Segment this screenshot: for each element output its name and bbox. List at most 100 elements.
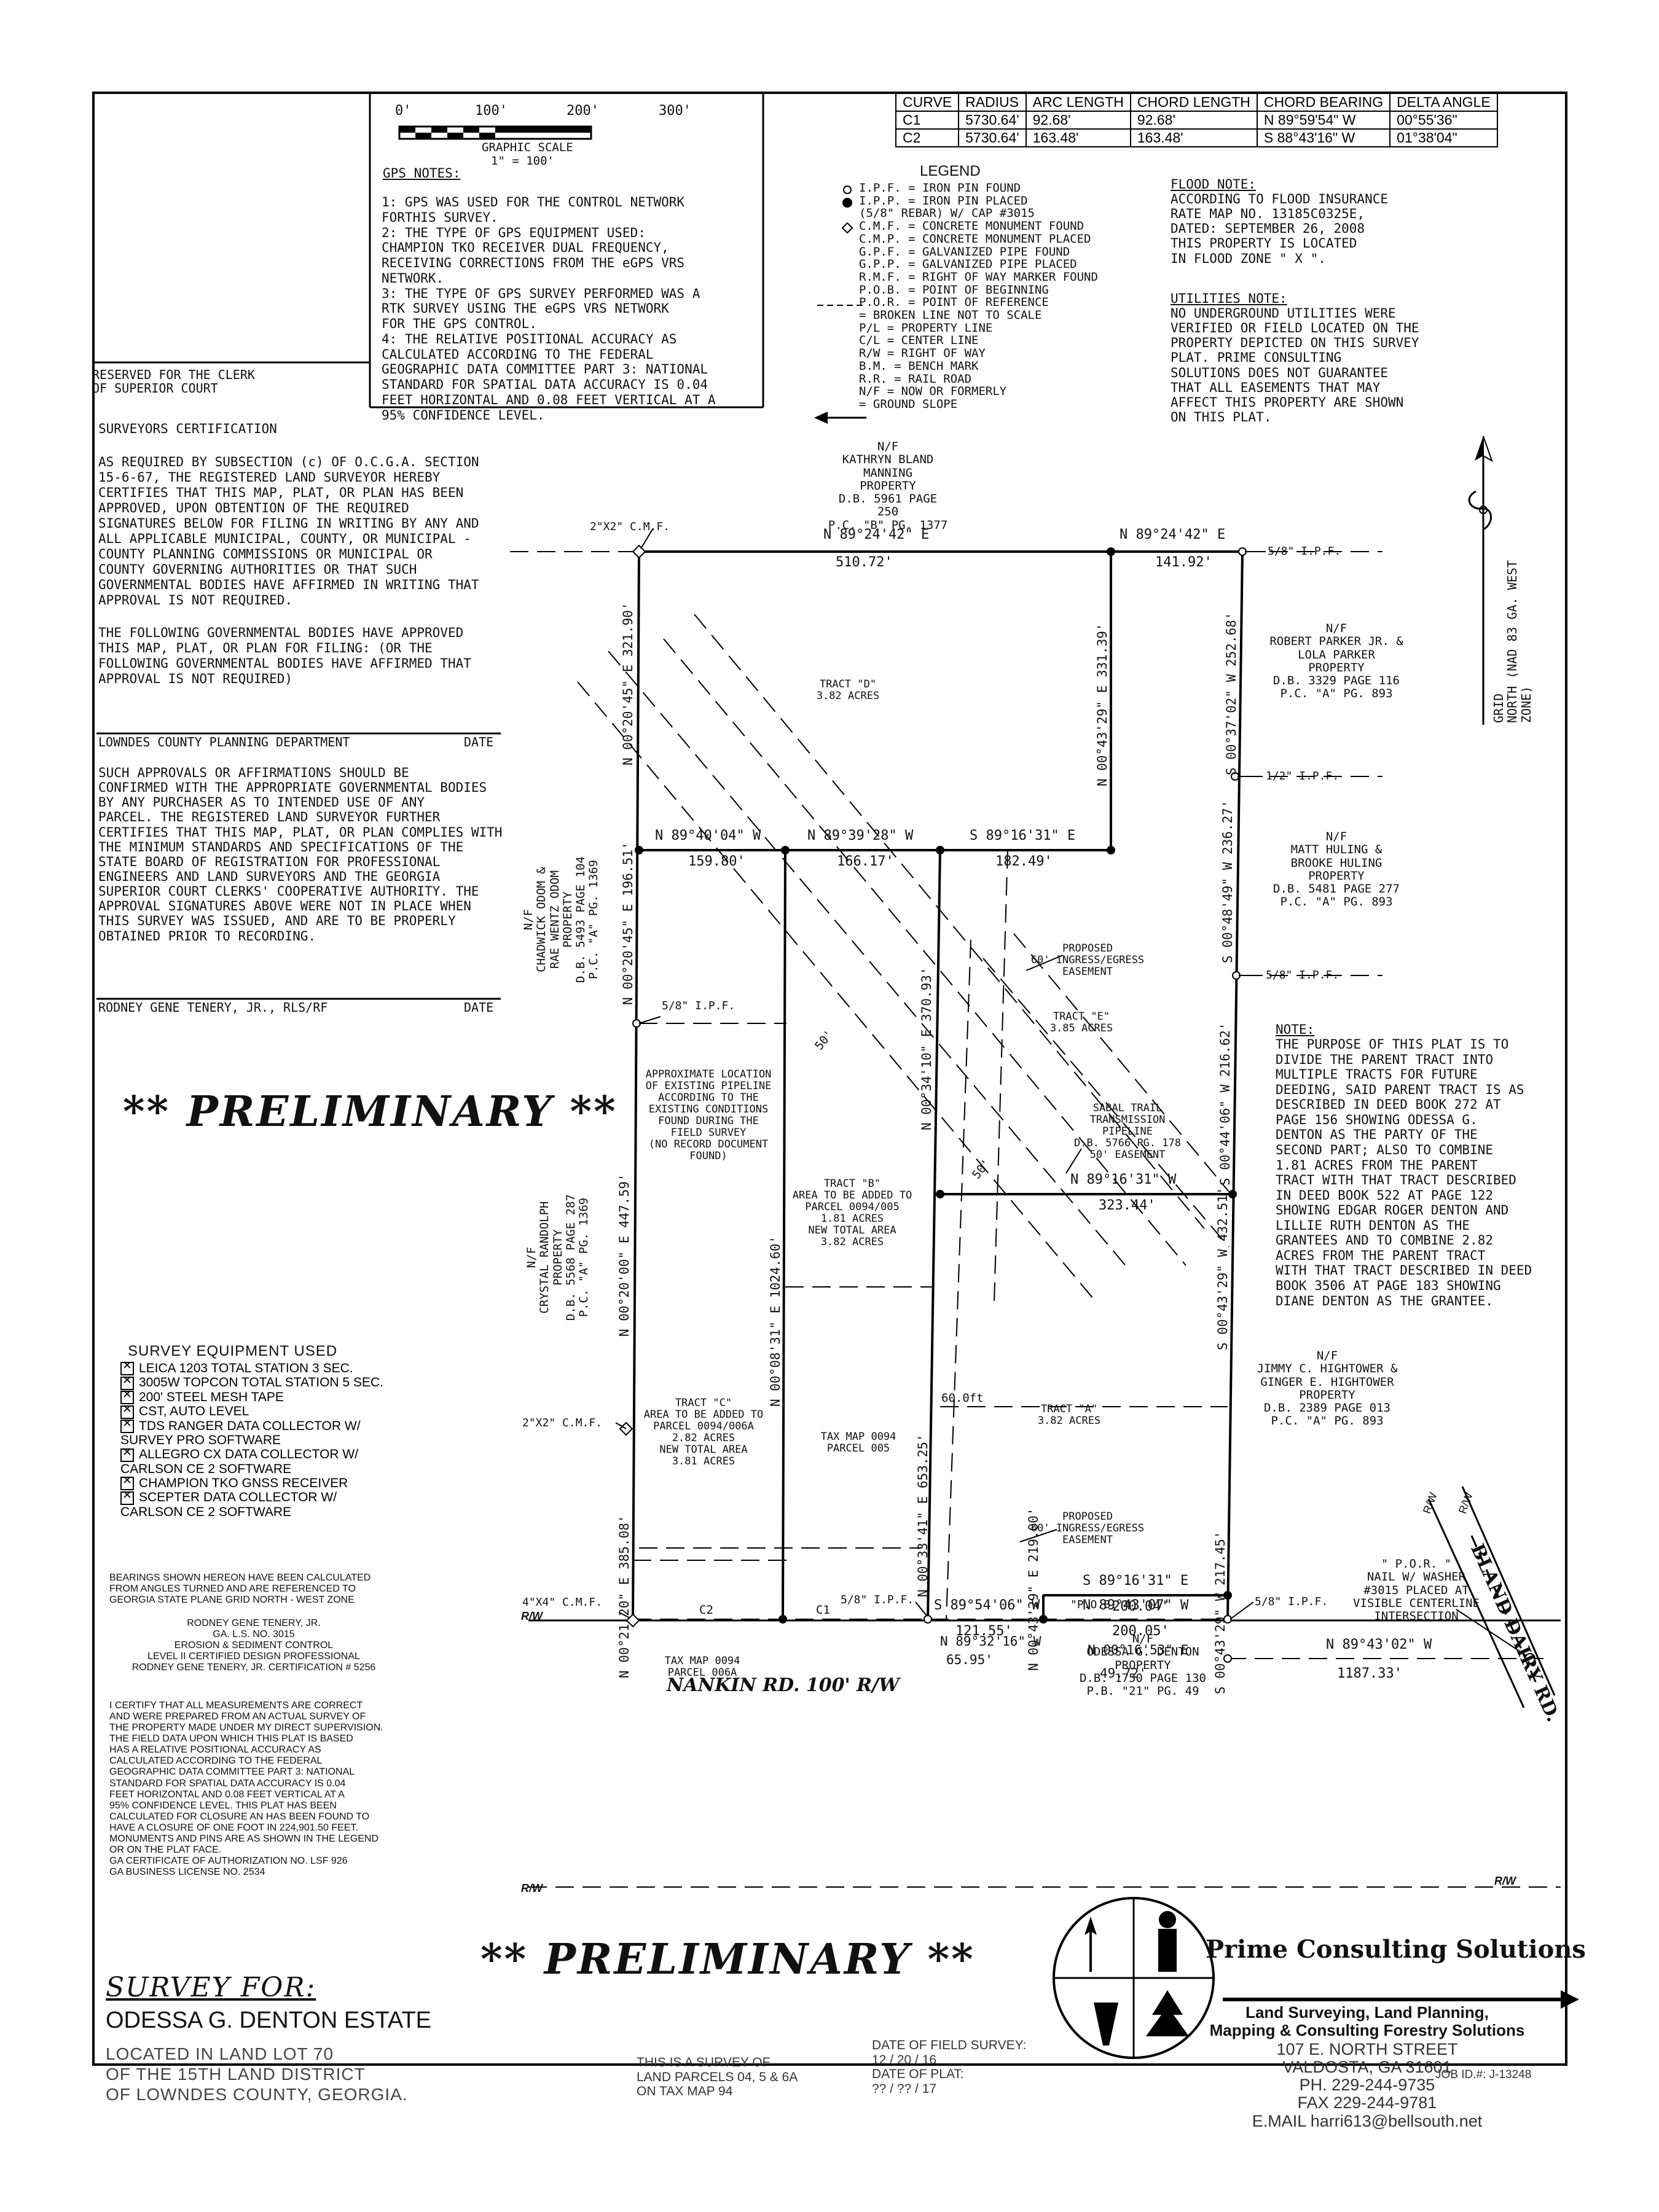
pob-label: "P.O.B. "	[1070, 1598, 1131, 1611]
survey-for-label: SURVEY FOR:	[106, 1972, 316, 2003]
nankin-road-label: NANKIN RD. 100' R/W	[667, 1675, 900, 1696]
bearing-tract-c-east: N 00°08'31" E 1024.60'	[768, 1235, 783, 1407]
rw-label-3: R/W	[1494, 1875, 1516, 1887]
legend-title: LEGEND	[920, 163, 981, 179]
parcel-lines	[528, 550, 1561, 1622]
tract-e: TRACT "E" 3.85 ACRES	[1049, 1010, 1113, 1035]
monument-ipf-ne: 5/8" I.P.F.	[1268, 545, 1341, 558]
surveyor-signature-label: RODNEY GENE TENERY, JR., RLS/RF	[98, 1000, 328, 1015]
tax-parcel-005: TAX MAP 0094 PARCEL 005	[820, 1431, 896, 1455]
preliminary-stamp: ** PRELIMINARY **	[123, 1087, 618, 1136]
easement-width: 60.0ft	[941, 1391, 984, 1405]
company-name: Prime Consulting Solutions	[1206, 1935, 1586, 1964]
th: CHORD LENGTH	[1129, 93, 1258, 112]
bearing-mid-3: S 89°16'31" E	[970, 828, 1076, 843]
monument-cmf-sw: 4"X4" C.M.F.	[522, 1596, 603, 1609]
legend-items: I.P.F. = IRON PIN FOUND I.P.P. = IRON PI…	[859, 181, 1098, 411]
tract-d: TRACT "D" 3.82 ACRES	[816, 678, 880, 703]
bearing-east-3: S 00°44'06" W 216.62'	[1218, 1022, 1233, 1186]
tract-c: TRACT "C" AREA TO BE ADDED TO PARCEL 009…	[643, 1397, 764, 1468]
distance-bottom-5: 1187.33'	[1337, 1666, 1402, 1681]
bearing-mid-vertical-1: N 00°34'10" E 370.93'	[919, 967, 934, 1130]
flood-note-heading: FLOOD NOTE:	[1171, 177, 1257, 192]
adj-odom: N/F CHADWICK ODOM & RAE WENTZ ODOM PROPE…	[522, 856, 601, 983]
bearing-mid-2: N 89°39'28" W	[807, 828, 914, 843]
cell: 01°38'04"	[1389, 128, 1498, 147]
tract-b: TRACT "B" AREA TO BE ADDED TO PARCEL 009…	[792, 1178, 912, 1249]
tripod-icon	[1094, 2003, 1118, 2046]
bearing-tract-b: N 89°16'31" W	[1070, 1172, 1177, 1187]
sheet-border	[92, 92, 1567, 2066]
job-id: JOB ID.#: J-13248	[1435, 2068, 1532, 2081]
monuments	[619, 544, 1535, 1664]
bearing-tract-d-east: N 00°43'29" E 331.39'	[1095, 623, 1110, 786]
th: CURVE	[895, 93, 960, 112]
graphic-scale	[398, 125, 592, 140]
curve-table: CURVE RADIUS ARC LENGTH CHORD LENGTH CHO…	[895, 93, 1498, 147]
gps-notes-body: 1: GPS WAS USED FOR THE CONTROL NETWORK …	[382, 195, 716, 423]
distance-mid-1: 159.80'	[688, 854, 745, 869]
cell: C2	[895, 128, 960, 147]
bearing-bottom-5: N 89°43'02" W	[1326, 1637, 1432, 1652]
scale-tick-200: 200'	[567, 103, 599, 119]
rw-label-1: R/W	[521, 1610, 543, 1622]
equipment-heading: SURVEY EQUIPMENT USED	[128, 1343, 338, 1359]
scale-title: GRAPHIC SCALE	[482, 141, 573, 154]
cell: 163.48'	[1129, 128, 1258, 147]
gps-notes-heading: GPS NOTES:	[383, 166, 461, 181]
monument-cmf-nw: 2"X2" C.M.F.	[590, 520, 670, 533]
cell: C1	[895, 111, 960, 130]
certification-para2: THE FOLLOWING GOVERNMENTAL BODIES HAVE A…	[98, 625, 471, 686]
bearing-west-4: N 00°21'20" E 385.08'	[617, 1515, 632, 1678]
scale-ratio: 1" = 100'	[491, 154, 554, 168]
dashed-lines	[510, 551, 1561, 1888]
preliminary-stamp-bottom: ** PRELIMINARY **	[480, 1935, 975, 1984]
distance-top-1: 510.72'	[836, 555, 893, 570]
monument-ipf-s1: 5/8" I.P.F.	[841, 1593, 914, 1606]
scale-tick-0: 0'	[395, 103, 412, 119]
bearing-mid-vertical-2: N 00°33'41" E 653.25'	[916, 1434, 930, 1597]
survey-dates: DATE OF FIELD SURVEY: 12 / 20 / 16 DATE …	[872, 2038, 1027, 2096]
ingress-easement-1: PROPOSED 60' INGRESS/EGRESS EASEMENT	[1030, 942, 1145, 979]
tract-a: TRACT "A" 3.82 ACRES	[1037, 1403, 1101, 1428]
distance-tract-b: 323.44'	[1099, 1198, 1156, 1213]
curve-row: C1 5730.64' 92.68' 92.68' N 89°59'54" W …	[895, 111, 1498, 130]
curve-c1-label: C1	[816, 1603, 830, 1617]
planning-dept-label: LOWNDES COUNTY PLANNING DEPARTMENT	[98, 735, 350, 749]
planning-dept-date: DATE	[464, 735, 494, 749]
equipment-list: LEICA 1203 TOTAL STATION 3 SEC. 3005W TO…	[120, 1360, 383, 1519]
certification-para1: AS REQUIRED BY SUBSECTION (c) OF O.C.G.A…	[98, 455, 479, 608]
bearing-bottom-2: N 89°43'07" W	[1083, 1598, 1189, 1613]
company-address: 107 E. NORTH STREET VALDOSTA, GA 31601 P…	[1252, 2040, 1483, 2130]
por-note: " P.O.R. " NAIL W/ WASHER #3015 PLACED A…	[1353, 1557, 1480, 1624]
bearings-note: BEARINGS SHOWN HEREON HAVE BEEN CALCULAT…	[109, 1573, 371, 1605]
bearing-east-1: S 00°37'02" W 252.68'	[1224, 612, 1239, 775]
purpose-note-heading: NOTE:	[1276, 1022, 1315, 1037]
sabal-trail-easement: SABAL TRAIL TRANSMISSION PIPELINE D.B. 5…	[1074, 1102, 1181, 1162]
adj-denton: N/F ODESSA G. DENTON PROPERTY D.B. 1750 …	[1080, 1632, 1206, 1698]
scale-tick-100: 100'	[475, 103, 508, 119]
adj-hightower: N/F JIMMY C. HIGHTOWER & GINGER E. HIGHT…	[1257, 1349, 1398, 1428]
scale-tick-300: 300'	[659, 103, 691, 119]
monument-ipf-half: 1/2" I.P.F.	[1266, 770, 1339, 783]
leader-lines	[615, 528, 1528, 1657]
bearing-west-1: N 00°20'45" E 321.90'	[621, 602, 635, 765]
utilities-note-body: NO UNDERGROUND UTILITIES WERE VERIFIED O…	[1171, 306, 1419, 424]
th: CHORD BEARING	[1256, 93, 1391, 112]
survey-location: LOCATED IN LAND LOT 70 OF THE 15TH LAND …	[106, 2044, 408, 2105]
distance-mid-3: 182.49'	[995, 854, 1053, 869]
bearing-east-4: S 00°43'29" W 432.51'	[1215, 1187, 1230, 1350]
pipeline-approx-note: APPROXIMATE LOCATION OF EXISTING PIPELIN…	[645, 1068, 772, 1163]
reserved-clerk: RESERVED FOR THE CLERK OF SUPERIOR COURT	[92, 367, 255, 396]
checkbox-icon	[120, 1447, 134, 1462]
surveyor-block: RODNEY GENE TENERY, JR. GA. L.S. NO. 301…	[131, 1618, 376, 1673]
bearing-west-3: N 00°20'00" E 447.59'	[617, 1173, 632, 1337]
bearing-west-2: N 00°20'45" E 196.51'	[621, 842, 635, 1005]
equipment-item: ALLEGRO CX DATA COLLECTOR W/ CARLSON CE …	[120, 1447, 383, 1476]
certify-note: I CERTIFY THAT ALL MEASUREMENTS ARE CORR…	[109, 1700, 383, 1878]
equipment-item: CST, AUTO LEVEL	[120, 1404, 383, 1419]
monument-cmf-w: 2"X2" C.M.F.	[522, 1417, 603, 1429]
th: ARC LENGTH	[1025, 93, 1131, 112]
north-arrow	[1468, 436, 1493, 725]
